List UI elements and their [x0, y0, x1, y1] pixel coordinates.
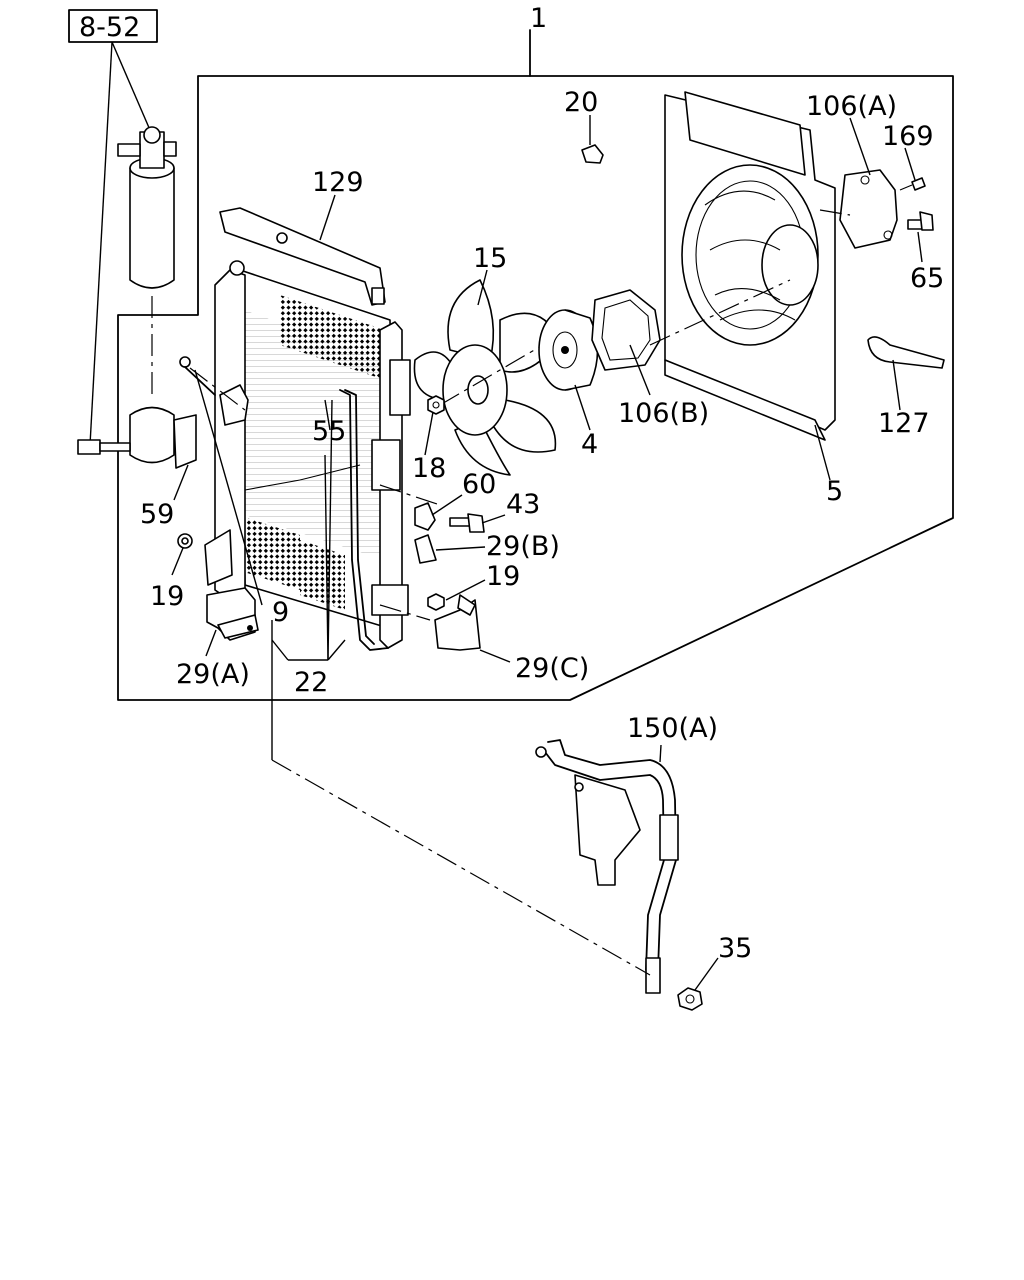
receiver-drier — [117, 126, 177, 400]
callout-19-right: 19 — [486, 561, 520, 592]
nut-18 — [427, 395, 445, 415]
callout-169: 169 — [882, 121, 934, 152]
clamp-60 — [414, 502, 436, 531]
callout-35: 35 — [718, 933, 752, 964]
callout-65: 65 — [910, 263, 944, 294]
condenser — [214, 260, 411, 651]
callout-60: 60 — [462, 469, 496, 500]
screw-169 — [899, 177, 926, 191]
fan-blade — [413, 279, 561, 476]
tie-band-127 — [867, 336, 945, 369]
fan-shroud — [649, 91, 836, 441]
callout-15: 15 — [473, 243, 507, 274]
callout-127: 127 — [878, 408, 930, 439]
callout-43: 43 — [506, 489, 540, 520]
reference-box-label: 8-52 — [79, 12, 140, 43]
top-support-bracket — [219, 207, 386, 306]
callout-129: 129 — [312, 167, 364, 198]
gasket-106a — [819, 169, 898, 249]
callout-106a: 106(A) — [806, 91, 897, 122]
callout-29c: 29(C) — [515, 653, 589, 684]
gasket-106b — [591, 289, 661, 371]
assembly-boundary — [117, 29, 954, 701]
callout-59: 59 — [140, 499, 174, 530]
nut-19-right — [427, 593, 445, 611]
callout-5: 5 — [826, 476, 843, 507]
callout-20: 20 — [564, 87, 598, 118]
callout-55: 55 — [312, 416, 346, 447]
bracket-29b — [414, 534, 437, 564]
callout-18: 18 — [412, 453, 446, 484]
left-fasteners — [177, 356, 246, 586]
callout-29b: 29(B) — [486, 531, 560, 562]
bracket-29a — [206, 587, 259, 641]
drier-bracket — [77, 406, 197, 469]
callout-19-left: 19 — [150, 581, 184, 612]
leader-lines — [171, 115, 923, 991]
reference-box[interactable]: 8-52 — [68, 9, 158, 446]
pipe-150a — [535, 739, 679, 994]
callout-9: 9 — [272, 597, 289, 628]
clip-20 — [581, 144, 604, 164]
callout-4: 4 — [581, 429, 598, 460]
bolt-43 — [449, 513, 485, 533]
fan-motor — [538, 309, 599, 391]
bolt-65 — [907, 211, 934, 231]
nut-35 — [677, 987, 703, 1011]
callout-labels: 1 20 106(A) 169 129 15 65 127 106(B) 55 … — [140, 3, 944, 964]
callout-22: 22 — [294, 667, 328, 698]
callout-106b: 106(B) — [618, 398, 709, 429]
callout-1: 1 — [530, 3, 547, 34]
bracket-29c — [434, 594, 481, 651]
callout-29a: 29(A) — [176, 659, 250, 690]
callout-150a: 150(A) — [627, 713, 718, 744]
